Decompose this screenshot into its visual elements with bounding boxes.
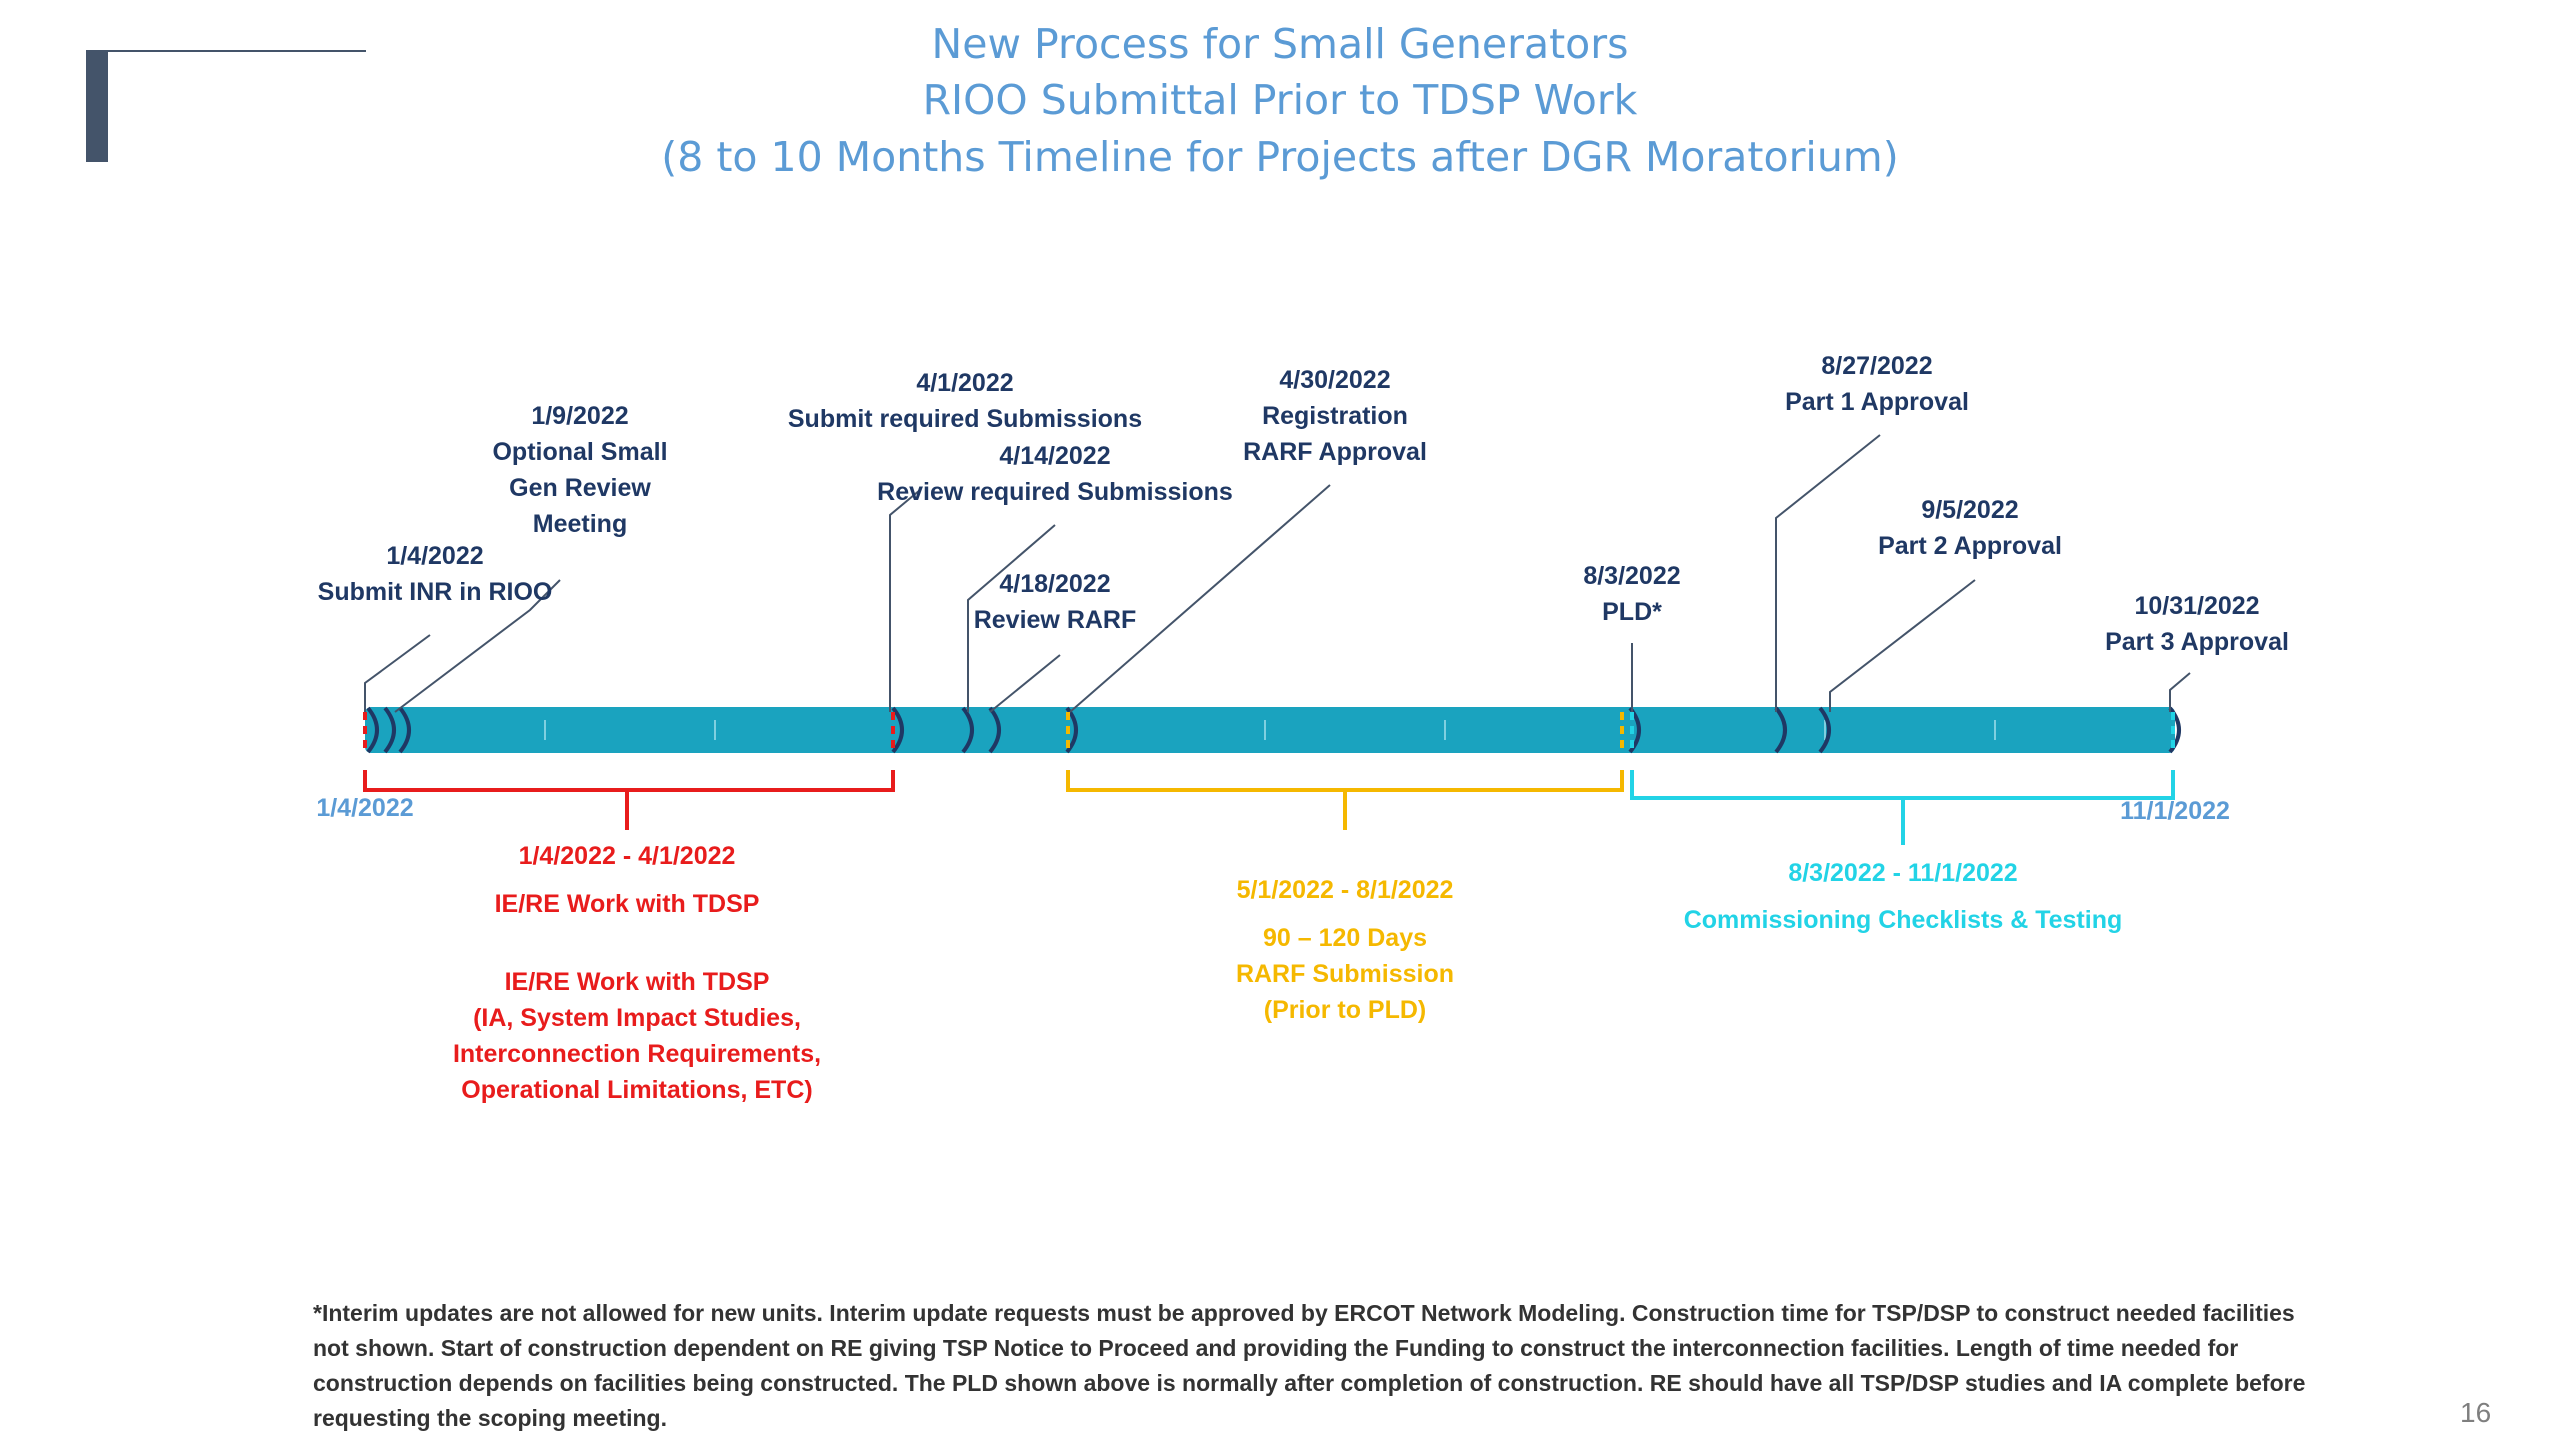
red-work-label: IE/RE Work with TDSP [494,890,760,918]
milestone-registration-date: 4/30/2022 [1279,366,1391,394]
orange-detail-line-2: RARF Submission [1235,960,1455,988]
milestone-submit-required: 4/1/2022 Submit required Submissions [780,365,1150,437]
milestone-part2-date: 9/5/2022 [1921,496,2019,524]
orange-range-label: 5/1/2022 - 8/1/2022 [1236,876,1454,904]
milestone-part1: 8/27/2022 Part 1 Approval [1752,348,2002,420]
milestone-gen-review-line2: Gen Review [509,474,651,502]
red-range-label: 1/4/2022 - 4/1/2022 [518,842,736,870]
orange-detail-line-1: 90 – 120 Days [1262,924,1428,952]
corner-accent-line [86,50,366,52]
milestone-part2-text: Part 2 Approval [1878,532,2062,560]
corner-accent-bar [86,52,108,162]
milestone-review-required-text: Review required Submissions [877,478,1233,506]
red-detail-line-2: Interconnection Requirements, [452,1040,822,1068]
milestone-review-rarf-text: Review RARF [973,606,1137,634]
milestone-registration-line1: Registration [1262,402,1408,430]
milestone-review-required-date: 4/14/2022 [999,442,1111,470]
milestone-registration: 4/30/2022 Registration RARF Approval [1210,362,1460,470]
milestone-submit-required-text: Submit required Submissions [787,405,1143,433]
axis-start-label: 1/4/2022 [316,794,414,822]
timeline-bar [365,707,2175,753]
leader-lines [364,434,2191,713]
cyan-range-label: 8/3/2022 - 11/1/2022 [1788,859,2018,887]
milestone-inr-date: 1/4/2022 [386,542,484,570]
milestone-gen-review-line3: Meeting [532,510,628,538]
milestone-pld-date: 8/3/2022 [1583,562,1681,590]
milestone-review-required: 4/14/2022 Review required Submissions [870,438,1240,510]
milestone-review-rarf-date: 4/18/2022 [999,570,1111,598]
milestone-pld-text: PLD* [1602,598,1662,626]
milestone-part3: 10/31/2022 Part 3 Approval [2072,588,2322,660]
milestone-registration-line2: RARF Approval [1243,438,1427,466]
milestone-pld: 8/3/2022 PLD* [1532,558,1732,630]
milestone-part2: 9/5/2022 Part 2 Approval [1845,492,2095,564]
timeline-ticks [544,720,1996,740]
red-detail-line-1: (IA, System Impact Studies, [473,1004,801,1032]
range-brackets [363,770,2175,845]
milestone-part3-text: Part 3 Approval [2105,628,2289,656]
timeline-markers [366,706,2181,754]
milestone-inr-text: Submit INR in RIOO [317,578,553,606]
milestone-part3-date: 10/31/2022 [2134,592,2260,620]
red-detail-line-3: Operational Limitations, ETC) [461,1076,813,1104]
page-number: 16 [2460,1397,2492,1428]
orange-detail-line-3: (Prior to PLD) [1263,996,1427,1024]
footnote: *Interim updates are not allowed for new… [313,1300,2306,1431]
title-line-2: RIOO Submittal Prior to TDSP Work [922,76,1638,124]
milestone-part1-date: 8/27/2022 [1821,352,1933,380]
orange-detail-block: 90 – 120 Days RARF Submission (Prior to … [1145,920,1545,1028]
milestone-submit-required-date: 4/1/2022 [916,369,1014,397]
cyan-work-label: Commissioning Checklists & Testing [1683,906,2123,934]
milestone-inr: 1/4/2022 Submit INR in RIOO [310,538,560,610]
title-line-1: New Process for Small Generators [931,20,1629,68]
red-detail-block: IE/RE Work with TDSP (IA, System Impact … [387,964,887,1108]
milestone-gen-review-date: 1/9/2022 [531,402,629,430]
milestone-review-rarf: 4/18/2022 Review RARF [930,566,1180,638]
milestone-part1-text: Part 1 Approval [1785,388,1969,416]
milestone-gen-review-line1: Optional Small [492,438,668,466]
title-line-3: (8 to 10 Months Timeline for Projects af… [661,133,1899,181]
milestone-gen-review: 1/9/2022 Optional Small Gen Review Meeti… [455,398,705,542]
axis-end-label: 11/1/2022 [2120,797,2230,825]
red-detail-title: IE/RE Work with TDSP [504,968,770,996]
